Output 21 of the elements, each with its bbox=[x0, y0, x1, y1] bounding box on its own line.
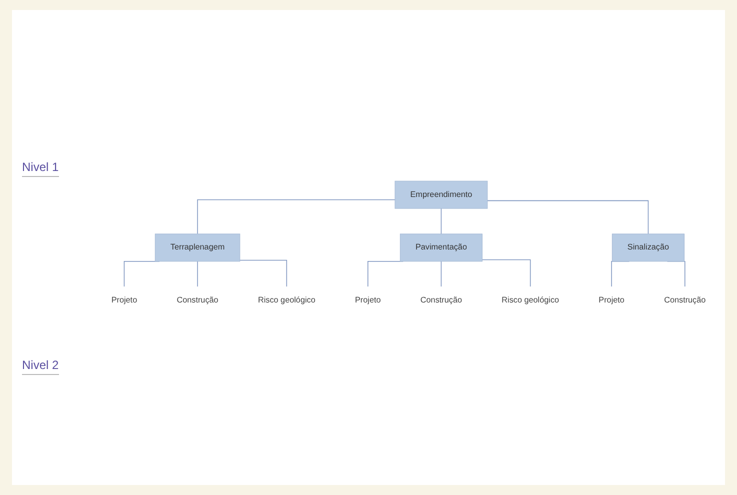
node-text: Projeto bbox=[111, 296, 138, 304]
connector bbox=[197, 260, 198, 287]
node-box: Pavimentação bbox=[400, 234, 482, 262]
node-text: Risco geológico bbox=[258, 296, 316, 304]
connector bbox=[197, 199, 396, 234]
node-text: Construção bbox=[664, 296, 706, 304]
connector bbox=[440, 260, 442, 287]
connector bbox=[440, 208, 442, 234]
node-box: Empreendimento bbox=[394, 180, 488, 209]
connector bbox=[482, 259, 531, 287]
connector bbox=[487, 200, 649, 234]
level-label: Nivel 2 bbox=[22, 358, 59, 375]
node-text: Risco geológico bbox=[502, 296, 560, 304]
node-text: Projeto bbox=[355, 296, 381, 304]
connector bbox=[240, 260, 288, 287]
node-box: Terraplenagem bbox=[154, 234, 240, 262]
node-text: Construção bbox=[176, 296, 218, 304]
node-text: Construção bbox=[420, 296, 462, 304]
node-box: Sinalização bbox=[612, 234, 685, 262]
node-text: Projeto bbox=[598, 296, 624, 304]
level-label: Nivel 1 bbox=[22, 160, 59, 178]
